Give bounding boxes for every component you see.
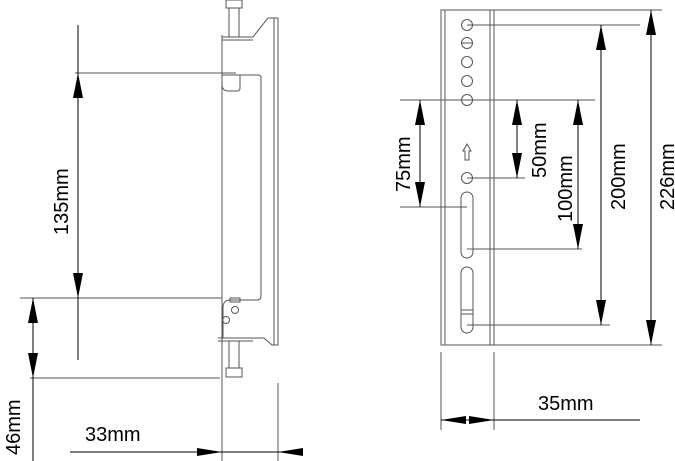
dimension-100mm: 100mm bbox=[555, 155, 577, 222]
dimension-200mm: 200mm bbox=[608, 143, 630, 210]
dimension-75mm: 75mm bbox=[393, 136, 415, 192]
dimension-35mm: 35mm bbox=[538, 393, 594, 415]
mount-slot bbox=[460, 266, 474, 334]
dimension-46mm: 46mm bbox=[3, 399, 25, 455]
front-view-dimension-lines bbox=[400, 9, 662, 430]
dimension-135mm: 135mm bbox=[51, 168, 73, 235]
dimension-226mm: 226mm bbox=[657, 143, 675, 210]
up-arrow-icon bbox=[462, 142, 472, 161]
side-view-bracket bbox=[218, 0, 279, 461]
mount-slot bbox=[460, 191, 474, 259]
mount-hole bbox=[461, 56, 473, 68]
dimension-50mm: 50mm bbox=[529, 122, 551, 178]
mount-hole bbox=[461, 75, 473, 87]
side-view-dimension-lines bbox=[20, 25, 303, 461]
dimension-33mm: 33mm bbox=[85, 424, 141, 446]
mount-hole bbox=[461, 37, 473, 49]
